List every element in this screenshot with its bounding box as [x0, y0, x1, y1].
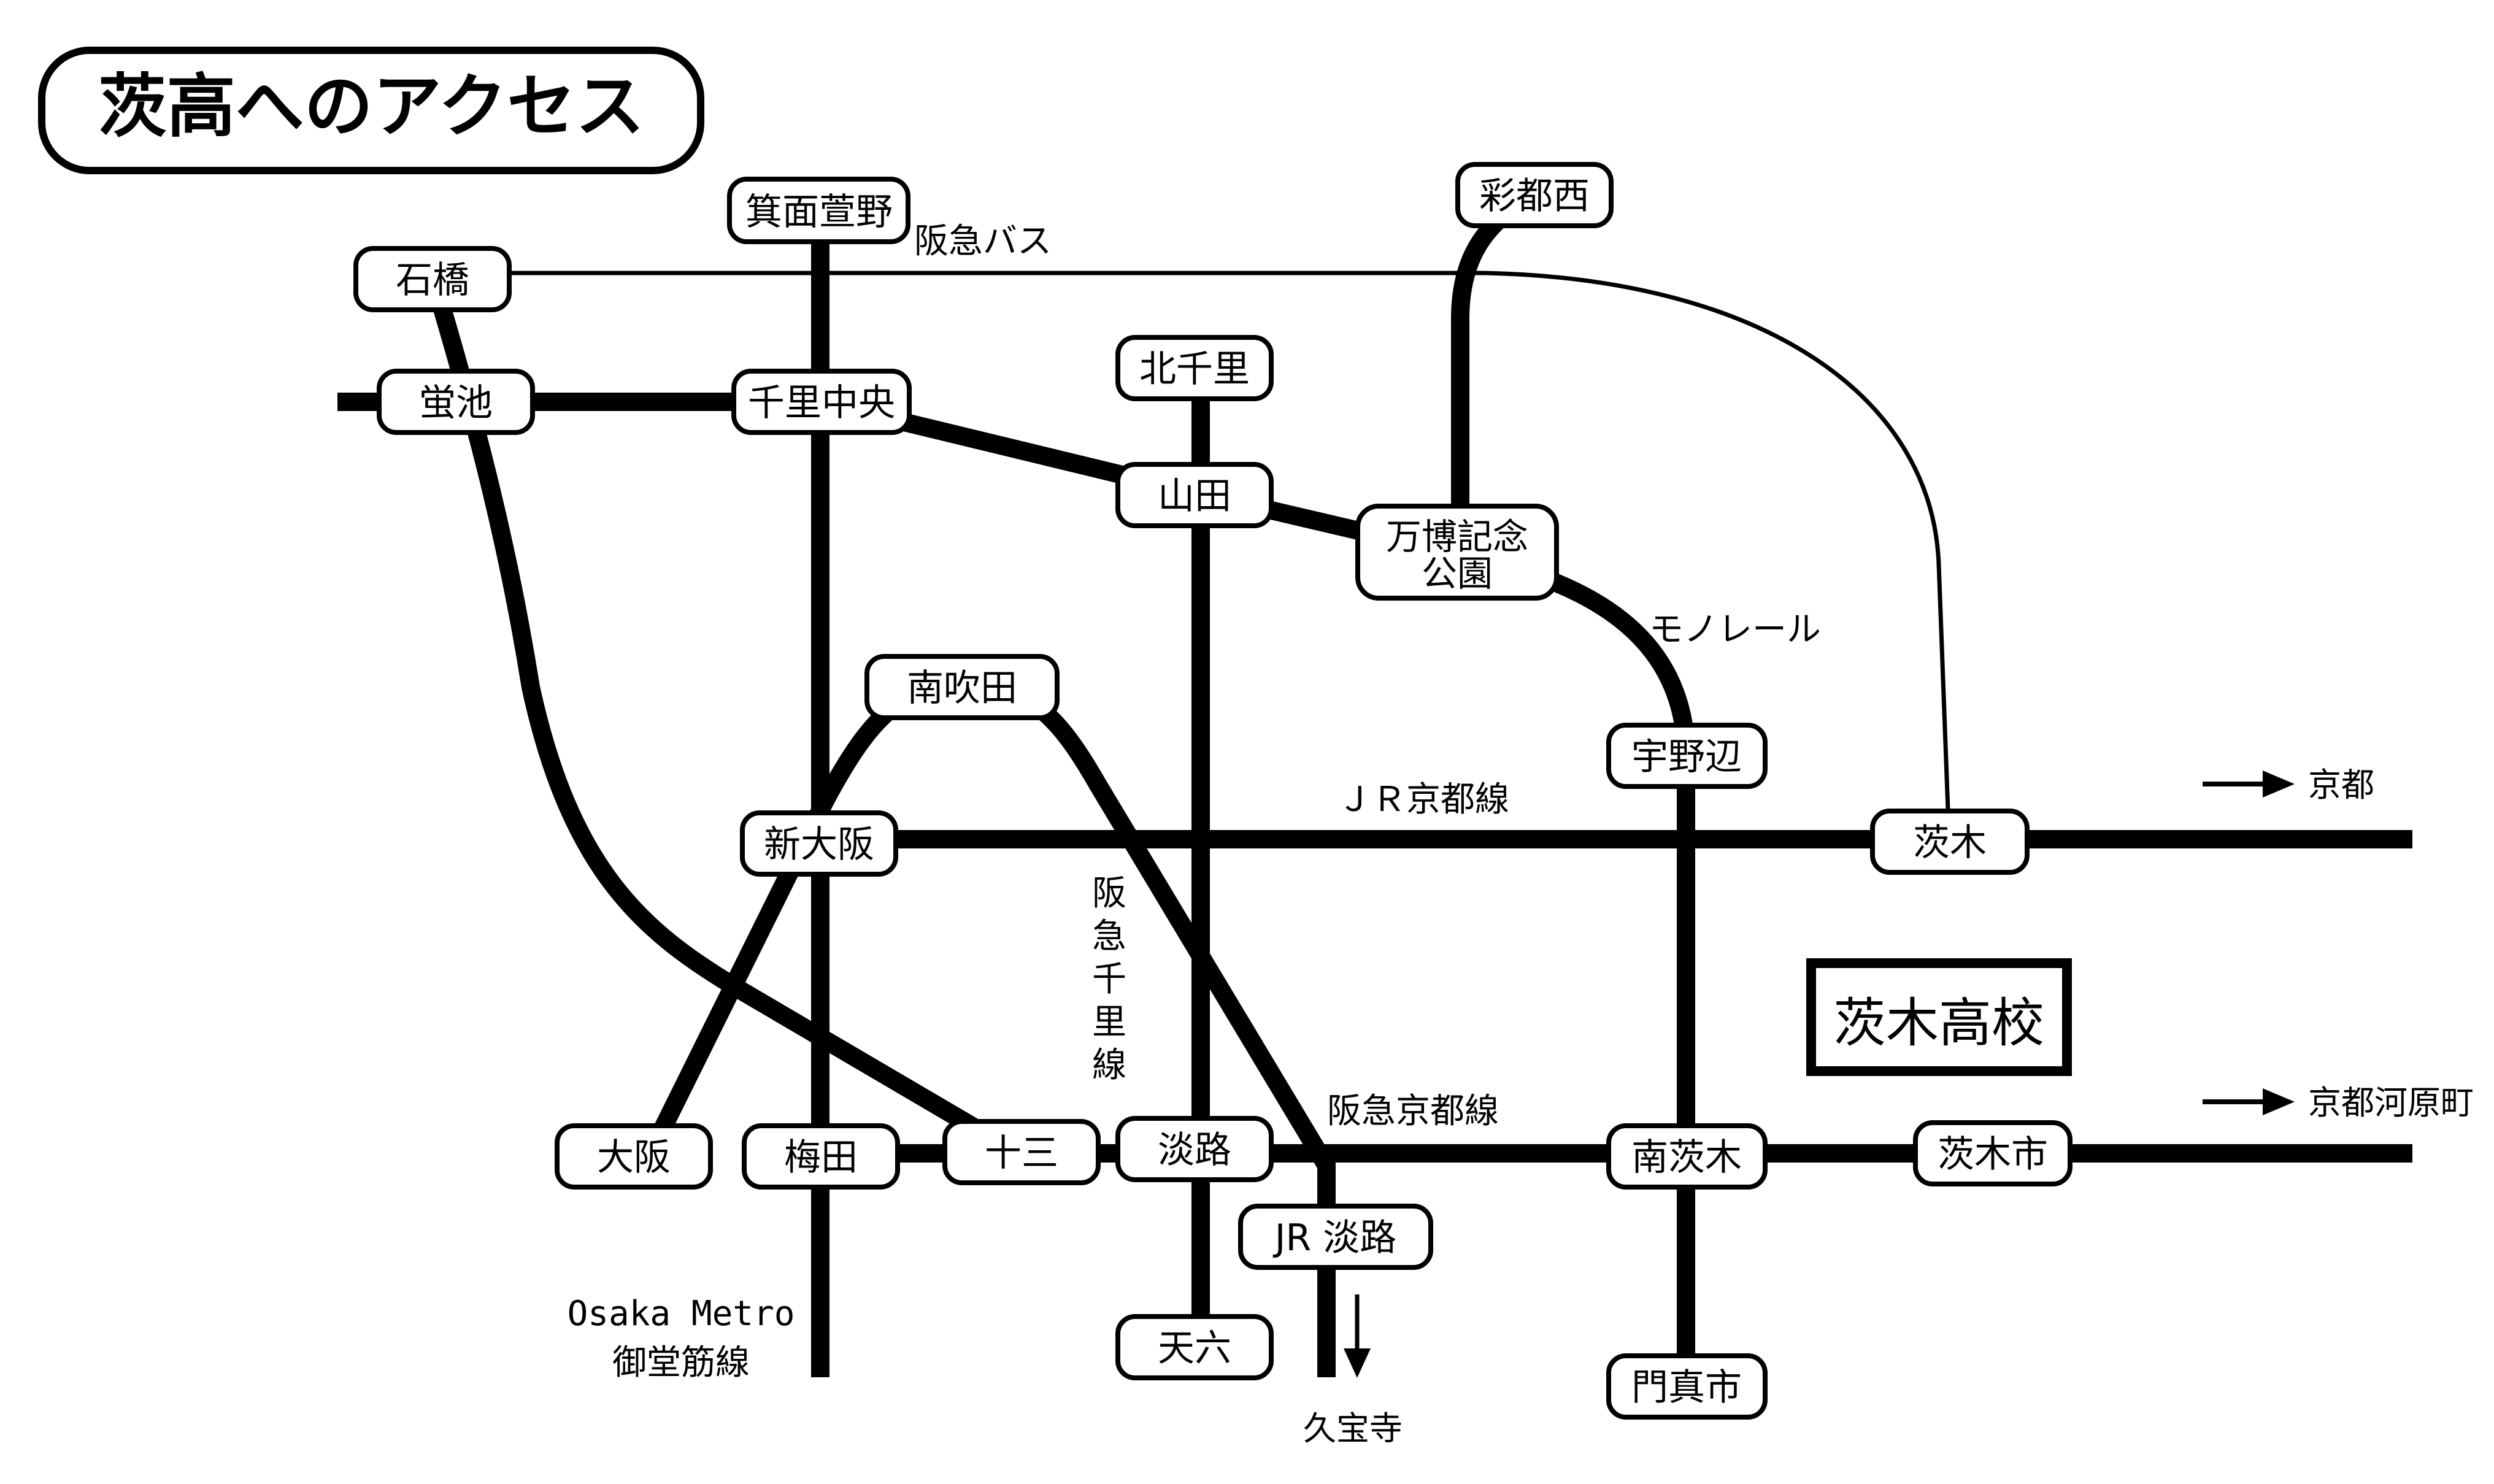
station-minami-ibaraki: 南茨木 — [1606, 1123, 1768, 1190]
station-hotarugaike: 蛍池 — [377, 369, 535, 435]
station-label: 新大阪 — [764, 823, 874, 866]
station-label: 茨木 — [1913, 821, 1987, 864]
arrow-down-icon — [1344, 1348, 1371, 1378]
station-label-line1: 万博記念 — [1386, 516, 1528, 558]
label-hankyu-senri: 阪 急 千 里 線 — [1092, 874, 1126, 1085]
station-label-line2: 公園 — [1422, 553, 1493, 594]
station-saito-nishi: 彩都西 — [1455, 162, 1614, 228]
station-umeda: 梅田 — [742, 1123, 900, 1190]
station-minami-suita: 南吹田 — [864, 654, 1060, 720]
station-kita-senri: 北千里 — [1115, 335, 1274, 401]
label-osaka-metro: Osaka Metro — [568, 1294, 795, 1334]
station-tenroku: 天六 — [1115, 1314, 1274, 1380]
station-label: 宇野辺 — [1631, 736, 1742, 779]
destination-labels: 京都 京都河原町 久宝寺 — [1303, 766, 2474, 1448]
station-yamada: 山田 — [1115, 462, 1274, 528]
station-label: 南茨木 — [1631, 1136, 1742, 1179]
station-ibaraki: 茨木 — [1870, 809, 2030, 875]
label-hankyu-senri-char: 阪 — [1092, 874, 1126, 913]
station-label: 石橋 — [396, 259, 469, 302]
station-label: 淡路 — [1158, 1129, 1231, 1172]
label-hankyu-senri-char: 里 — [1092, 1002, 1126, 1042]
page-title: 茨高へのアクセス — [98, 67, 644, 147]
station-label: 天六 — [1158, 1327, 1231, 1370]
station-ibaraki-shi: 茨木市 — [1913, 1120, 2073, 1186]
station-ishibashi: 石橋 — [353, 246, 512, 312]
dest-kuhoji: 久宝寺 — [1303, 1409, 1403, 1448]
station-osaka: 大阪 — [555, 1123, 713, 1190]
station-awaji: 淡路 — [1115, 1116, 1274, 1182]
label-hankyu-bus: 阪急バス — [914, 221, 1052, 261]
dest-kawaramachi: 京都河原町 — [2308, 1083, 2474, 1122]
line-labels: 阪急バス モノレール ＪＲ京都線 阪急京都線 阪 急 千 里 線 Osaka M… — [568, 221, 1821, 1383]
label-hankyu-kyoto: 阪急京都線 — [1327, 1091, 1499, 1131]
station-jr-awaji: JR 淡路 — [1238, 1204, 1433, 1270]
label-hankyu-senri-char: 線 — [1092, 1045, 1126, 1085]
station-label: JR 淡路 — [1272, 1217, 1396, 1259]
station-minoh-kayano: 箕面萱野 — [727, 177, 910, 244]
direction-arrows — [1344, 771, 2295, 1378]
station-label: 箕面萱野 — [745, 191, 893, 234]
map-title: 茨高へのアクセス — [38, 47, 704, 174]
hankyu-bus-line — [466, 271, 1950, 810]
station-shin-osaka: 新大阪 — [740, 810, 898, 877]
station-label: 門真市 — [1631, 1366, 1742, 1409]
station-banpaku-kinen-koen: 万博記念 公園 — [1355, 504, 1559, 601]
monorail-saito-branch — [1451, 188, 1536, 515]
station-label: 山田 — [1158, 475, 1231, 518]
station-unobe: 宇野辺 — [1606, 723, 1768, 789]
station-label: 大阪 — [597, 1136, 671, 1179]
school-name: 茨木高校 — [1833, 993, 2044, 1054]
label-midosuji: 御堂筋線 — [612, 1343, 750, 1383]
label-hankyu-senri-char: 急 — [1092, 917, 1126, 956]
station-senri-chuo: 千里中央 — [731, 369, 912, 435]
label-monorail: モノレール — [1649, 610, 1821, 650]
school-box: 茨木高校 — [1806, 958, 2072, 1076]
station-label: 北千里 — [1139, 348, 1250, 391]
station-label: 千里中央 — [748, 382, 895, 425]
label-hankyu-senri-char: 千 — [1092, 959, 1126, 999]
jr-osakahigashi-line — [642, 674, 1336, 1377]
dest-kyoto: 京都 — [2308, 766, 2374, 804]
arrow-right-icon — [2263, 1088, 2295, 1115]
arrow-right-icon — [2263, 771, 2295, 798]
station-label: 茨木市 — [1938, 1133, 2048, 1176]
station-label: 蛍池 — [419, 382, 493, 425]
station-label: 十三 — [985, 1132, 1058, 1175]
station-juso: 十三 — [942, 1119, 1101, 1185]
station-kadoma-shi: 門真市 — [1606, 1353, 1768, 1420]
station-label: 南吹田 — [907, 667, 1017, 710]
station-label: 彩都西 — [1479, 175, 1590, 218]
station-label: 梅田 — [784, 1136, 858, 1179]
label-jr-kyoto: ＪＲ京都線 — [1337, 780, 1509, 820]
